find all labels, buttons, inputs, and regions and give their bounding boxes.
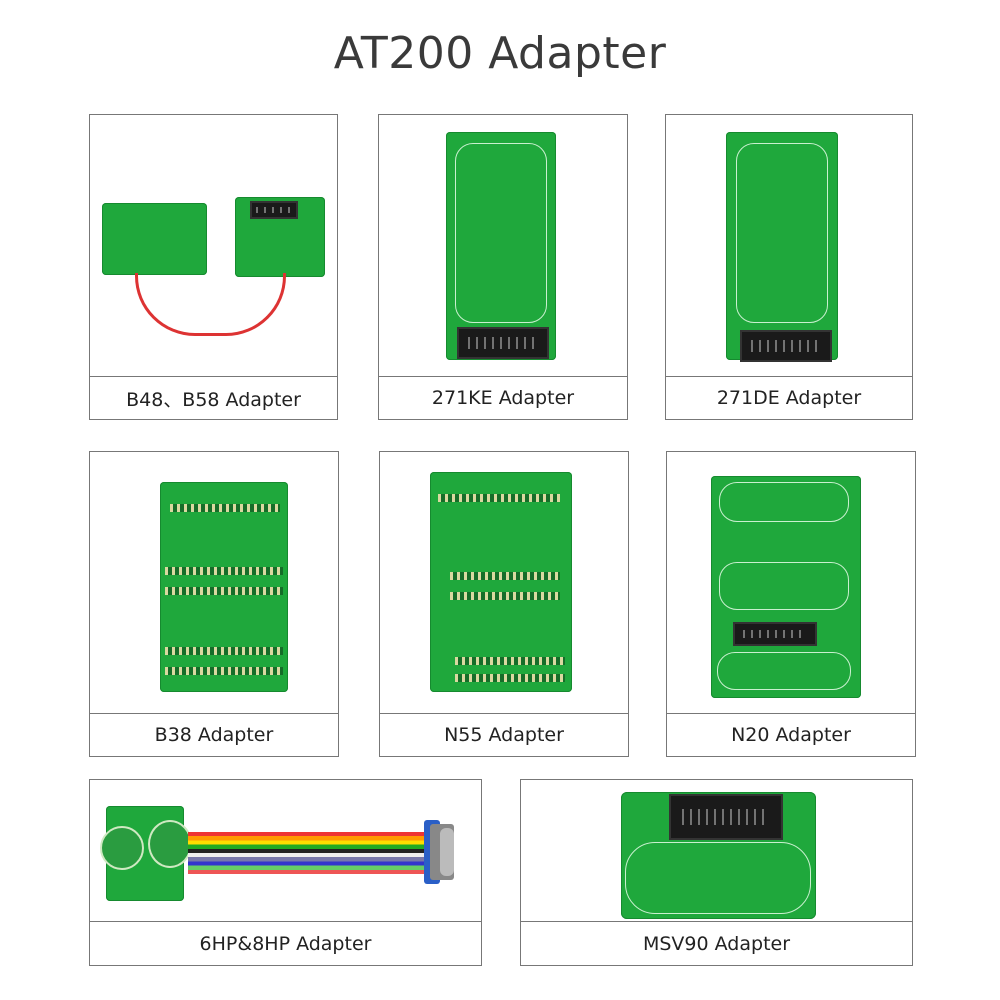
card-n55-adapter: N55 Adapter <box>379 451 629 757</box>
card-6hp-8hp-adapter: 6HP&8HP Adapter <box>89 779 482 966</box>
card-caption: 271KE Adapter <box>379 376 627 419</box>
n55-adapter-image <box>380 452 628 716</box>
card-n20-adapter: N20 Adapter <box>666 451 916 757</box>
card-271de-adapter: 271DE Adapter <box>665 114 913 420</box>
msv90-adapter-image <box>521 780 912 923</box>
card-caption: MSV90 Adapter <box>521 921 912 965</box>
271ke-adapter-image <box>379 115 627 379</box>
page-title: AT200 Adapter <box>333 28 667 79</box>
card-msv90-adapter: MSV90 Adapter <box>520 779 913 966</box>
card-b38-adapter: B38 Adapter <box>89 451 339 757</box>
271de-adapter-image <box>666 115 912 379</box>
card-caption: B48、B58 Adapter <box>90 376 337 419</box>
card-caption: B38 Adapter <box>90 713 338 756</box>
b38-adapter-image <box>90 452 338 716</box>
card-caption: 6HP&8HP Adapter <box>90 921 481 965</box>
card-caption: N55 Adapter <box>380 713 628 756</box>
card-b48-b58-adapter: B48、B58 Adapter <box>89 114 338 420</box>
card-271ke-adapter: 271KE Adapter <box>378 114 628 420</box>
card-caption: N20 Adapter <box>667 713 915 756</box>
b48-b58-adapter-image <box>90 115 337 379</box>
n20-adapter-image <box>667 452 915 716</box>
6hp-8hp-adapter-image <box>90 780 481 923</box>
card-caption: 271DE Adapter <box>666 376 912 419</box>
